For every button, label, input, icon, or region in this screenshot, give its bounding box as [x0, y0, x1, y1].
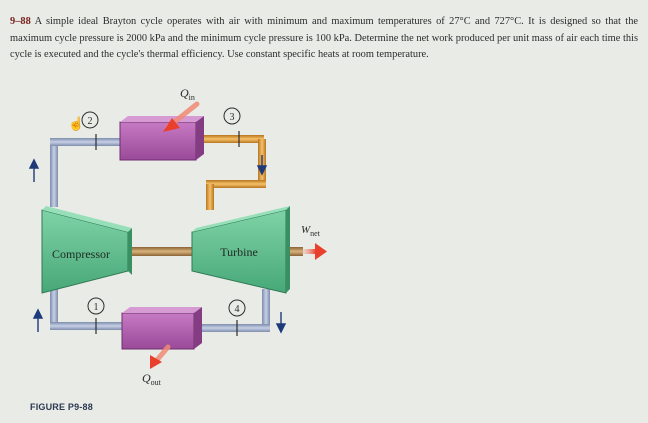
figure-caption: FIGURE P9-88	[30, 402, 93, 412]
state-4-label: 4	[235, 304, 240, 315]
shaft-output	[289, 247, 303, 256]
problem-number: 9–88	[10, 16, 31, 27]
q-out-arrow	[150, 344, 171, 369]
problem-statement: 9–88 A simple ideal Brayton cycle operat…	[10, 14, 638, 64]
state-2-label: 2	[88, 116, 93, 127]
turbine-label: Turbine	[220, 245, 258, 259]
heat-exchanger-bottom	[121, 307, 202, 350]
compressor: Compressor	[41, 206, 132, 294]
cold-pipes	[50, 138, 270, 332]
q-out-label: Qout	[142, 371, 162, 387]
flow-arrows	[28, 155, 287, 334]
hot-pipe	[196, 135, 266, 210]
hand-pointer-icon: ☝	[68, 115, 84, 132]
w-net-label: Wnet	[301, 224, 321, 238]
state-1-label: 1	[94, 302, 99, 313]
state-3-label: 3	[230, 112, 235, 123]
state-circles	[81, 107, 246, 317]
state-markers	[95, 131, 240, 336]
heat-exchanger-top	[119, 116, 204, 161]
problem-text: A simple ideal Brayton cycle operates wi…	[10, 16, 638, 60]
q-in-arrow	[163, 101, 200, 132]
w-net-arrow	[302, 243, 327, 260]
shaft	[128, 247, 192, 256]
turbine: Turbine	[191, 206, 290, 294]
q-in-label: Qin	[180, 86, 195, 102]
compressor-label: Compressor	[52, 247, 110, 261]
